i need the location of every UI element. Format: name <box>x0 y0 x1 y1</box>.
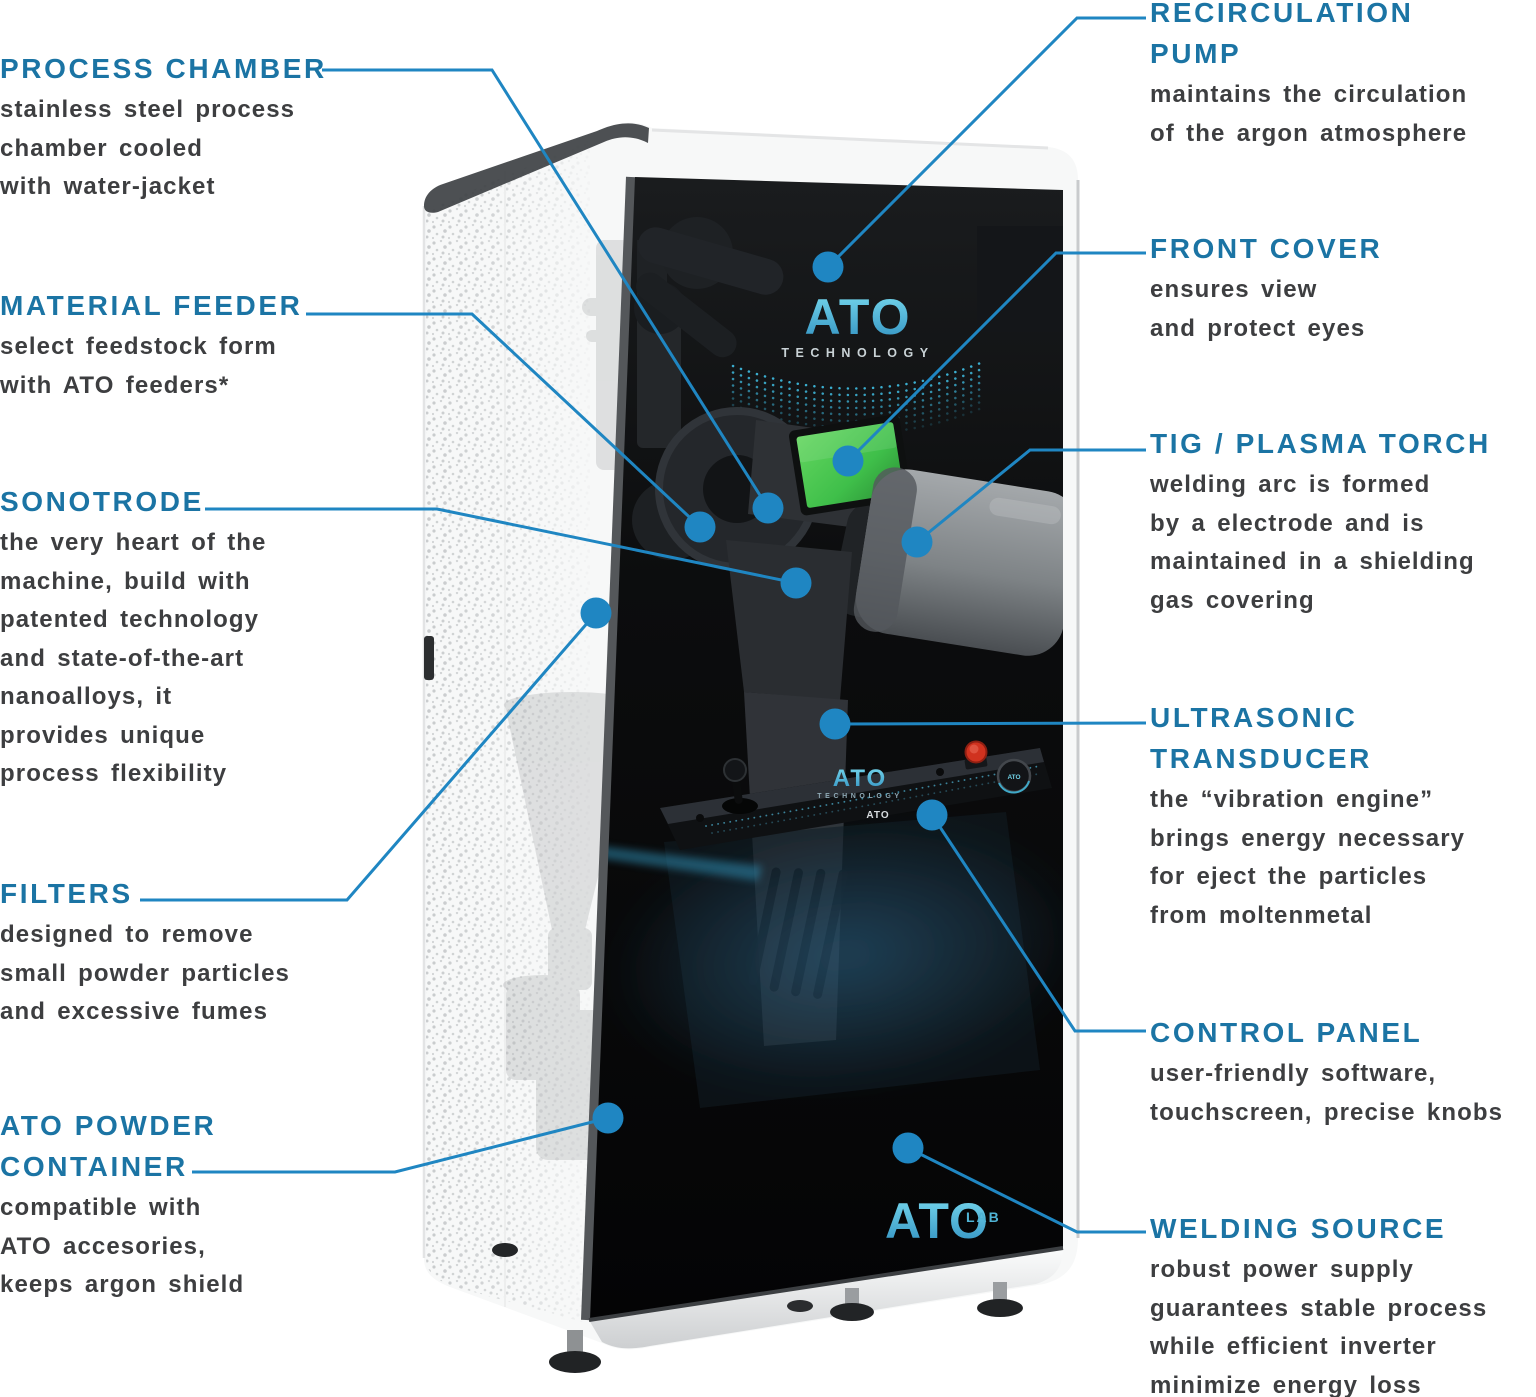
inner-machinery-top <box>634 217 1063 448</box>
hotspot-material-feeder <box>684 511 716 543</box>
hotspot-filters <box>580 597 612 629</box>
top-brand-logo: ATO TECHNOLOGY <box>781 289 934 360</box>
callout-material-feeder-title: MATERIAL FEEDER <box>0 290 303 321</box>
joystick-base <box>722 798 758 814</box>
callout-control-panel: CONTROL PANEL user-friendly software,touc… <box>1150 1012 1536 1132</box>
callout-welding-source-title: WELDING SOURCE <box>1150 1213 1447 1244</box>
callout-ultrasonic-transducer-description: the “vibration engine”brings energy nece… <box>1150 786 1466 929</box>
hotspot-front-cover <box>832 445 864 477</box>
panel-brand-logo: ATO TECHNOLOGY ATO <box>817 765 902 821</box>
callout-control-panel-description: user-friendly software,touchscreen, prec… <box>1150 1060 1504 1126</box>
glass-left-bevel <box>581 176 636 1321</box>
svg-text:ATO: ATO <box>805 289 912 345</box>
hotspot-recirculation-pump <box>812 251 844 283</box>
panel-dotted-wave <box>705 765 1041 827</box>
connector-filters <box>140 612 598 902</box>
hotspot-ultrasonic-transducer <box>819 708 851 740</box>
callout-tig-plasma-torch-title: TIG / PLASMA TORCH <box>1150 428 1491 459</box>
callout-front-cover-title: FRONT COVER <box>1150 233 1383 264</box>
hotspot-process-chamber <box>752 492 784 524</box>
base-band <box>589 1248 1063 1349</box>
svg-text:ATO: ATO <box>885 1193 989 1249</box>
side-panel-texture <box>426 140 590 1324</box>
hotspot-welding-source <box>892 1132 924 1164</box>
hotspot-tig-plasma-torch <box>901 526 933 558</box>
callout-filters-title: FILTERS <box>0 878 133 909</box>
svg-text:ATO: ATO <box>833 765 887 792</box>
connector-welding-source <box>907 1146 1146 1234</box>
connector-material-feeder <box>306 312 702 529</box>
joystick-knob <box>723 758 747 782</box>
machine-feet <box>492 1243 1023 1373</box>
torch-housing <box>853 467 1063 656</box>
top-front-shadow <box>651 128 1049 150</box>
top-edge-strip <box>424 123 649 213</box>
blue-glow <box>606 817 1063 1093</box>
glass-bottom-edge <box>588 1246 1064 1322</box>
connector-front-cover <box>846 251 1146 463</box>
connector-control-panel <box>930 814 1146 1033</box>
control-panel-slab: ATO TECHNOLOGY ATO ATO <box>660 740 1052 850</box>
svg-text:LAB: LAB <box>966 1209 1001 1225</box>
connector-ato-powder-container <box>192 1116 609 1174</box>
svg-text:TECHNOLOGY: TECHNOLOGY <box>781 346 934 360</box>
connector-tig-plasma-torch <box>916 448 1146 544</box>
hotspot-ato-powder-container <box>592 1102 624 1134</box>
cyan-streak <box>598 846 762 881</box>
svg-text:TECHNOLOGY: TECHNOLOGY <box>817 793 902 800</box>
connector-ultrasonic-transducer <box>834 721 1147 726</box>
side-door-handle <box>424 636 434 680</box>
callout-process-chamber-title: PROCESS CHAMBER <box>0 53 327 84</box>
connector-process-chamber <box>322 68 770 509</box>
connector-recirculation-pump <box>826 16 1146 269</box>
connector-sonotrode <box>205 507 797 585</box>
callout-sonotrode-title: SONOTRODE <box>0 486 204 517</box>
callout-control-panel-title: CONTROL PANEL <box>1150 1017 1423 1048</box>
knob-label: ATO <box>1007 774 1020 781</box>
hotspot-sonotrode <box>780 567 812 599</box>
bottom-brand-logo: ATO LAB <box>885 1193 1001 1249</box>
svg-text:ATO: ATO <box>866 810 889 821</box>
hotspot-control-panel <box>916 799 948 831</box>
